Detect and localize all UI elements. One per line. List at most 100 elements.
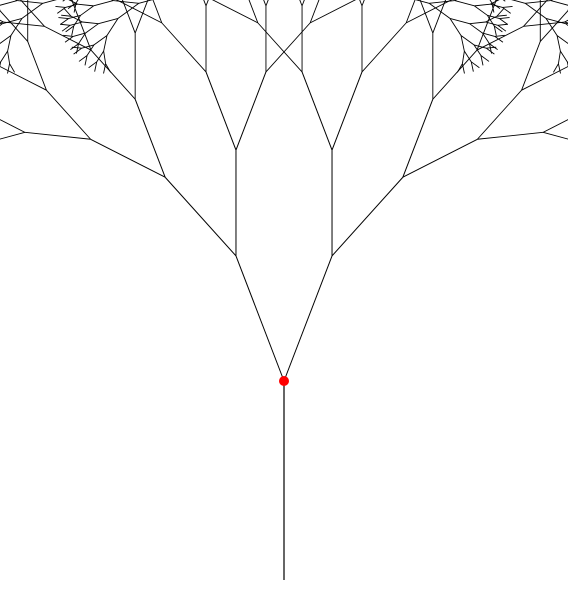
tree-branch	[499, 17, 510, 20]
tree-branch	[496, 8, 504, 17]
tree-branch	[152, 0, 163, 24]
tree-branch	[65, 25, 75, 33]
tree-branch	[55, 5, 66, 8]
tree-branch	[235, 71, 267, 151]
tree-branch	[62, 0, 66, 2]
tree-branch	[415, 0, 430, 4]
tree-branch	[115, 0, 163, 24]
tree-branch	[211, 0, 259, 24]
tree-branch	[71, 25, 75, 36]
tree-branch	[299, 0, 303, 7]
tree-branch	[73, 15, 82, 27]
tree-branch	[20, 0, 45, 27]
tree-branch	[103, 63, 107, 74]
tree-branch	[21, 2, 44, 19]
tree-branch	[90, 138, 166, 178]
tree-branch	[460, 35, 465, 52]
tree-branch	[0, 131, 26, 140]
tree-branch	[480, 55, 490, 62]
tree-branch	[428, 2, 451, 19]
tree-branch	[42, 0, 57, 4]
tree-branch	[134, 0, 149, 34]
tree-branch	[474, 3, 491, 7]
tree-branch	[60, 18, 69, 25]
tree-branch	[60, 23, 71, 26]
tree-branch	[486, 46, 497, 49]
tree-branch	[265, 0, 269, 7]
tree-branch	[482, 32, 490, 45]
tree-branches	[0, 0, 568, 382]
tree-branch	[470, 61, 474, 72]
tree-branch	[68, 14, 81, 20]
tree-branch	[73, 32, 86, 37]
tree-branch	[58, 17, 69, 20]
tree-branch	[81, 44, 95, 49]
tree-branch	[9, 63, 15, 73]
tree-branch	[57, 7, 66, 14]
tree-branch	[0, 19, 4, 23]
tree-branch	[489, 0, 493, 3]
tree-branch	[493, 25, 503, 33]
tree-branch	[463, 50, 472, 63]
tree-branch	[73, 2, 77, 13]
tree-branch	[499, 18, 508, 25]
tree-branch	[0, 35, 12, 44]
tree-branch	[502, 0, 506, 2]
tree-branch	[2, 17, 23, 25]
tree-branch	[482, 32, 495, 37]
tree-branch	[301, 71, 333, 151]
tree-branch	[469, 23, 483, 34]
tree-branch	[98, 17, 119, 25]
tree-branch	[469, 21, 486, 25]
tree-branch	[454, 0, 457, 2]
tree-branch	[494, 34, 505, 37]
tree-branch	[105, 63, 112, 73]
tree-branch	[70, 43, 79, 51]
tree-branch	[309, 0, 357, 24]
tree-branch	[71, 1, 92, 51]
tree-branch	[161, 22, 207, 73]
tree-branch	[134, 98, 166, 178]
tree-branch	[471, 61, 480, 69]
tree-branch	[61, 24, 71, 32]
tree-branch	[454, 0, 475, 7]
tree-branch	[80, 5, 94, 16]
tree-branch	[0, 50, 8, 63]
tree-branch	[82, 21, 99, 25]
tree-branch	[502, 5, 513, 8]
tree-branch	[67, 2, 77, 9]
tree-branch	[121, 0, 136, 34]
tree-branch	[78, 32, 86, 45]
tree-branch	[248, 0, 259, 24]
tree-branch	[113, 0, 139, 4]
tree-branch	[90, 49, 136, 100]
tree-branch	[490, 3, 503, 8]
tree-branch	[10, 18, 23, 36]
tree-branch	[117, 2, 140, 19]
tree-branch	[93, 35, 108, 46]
tree-branch	[283, 255, 333, 382]
tree-branch	[15, 0, 18, 2]
tree-branch	[78, 55, 88, 62]
tree-branch	[489, 43, 498, 51]
tree-branch	[0, 0, 18, 6]
tree-branch	[0, 23, 3, 26]
tree-branch	[7, 51, 11, 64]
tree-branch	[3, 21, 45, 27]
tree-branch	[103, 35, 108, 52]
tree-branch	[77, 3, 94, 7]
tree-branch	[63, 34, 74, 37]
tree-branch	[94, 61, 98, 72]
tree-branch	[496, 14, 507, 17]
tree-branch	[70, 21, 83, 26]
tree-branch	[203, 0, 207, 7]
tree-branch	[0, 66, 47, 91]
tree-branch	[96, 50, 105, 63]
tree-branch	[103, 51, 107, 64]
tree-branch	[106, 18, 119, 36]
tree-branch	[493, 25, 497, 36]
tree-branch	[138, 0, 153, 4]
tree-branch	[88, 61, 97, 69]
tree-branch	[73, 47, 82, 55]
